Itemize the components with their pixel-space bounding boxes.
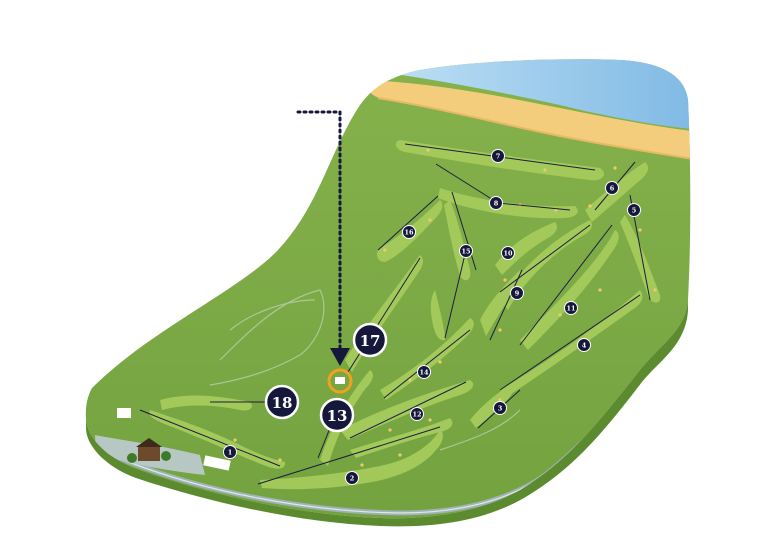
hole-number-label: 7 — [496, 153, 501, 161]
hole-number-label: 3 — [498, 405, 503, 413]
hole-number-label: 4 — [582, 342, 587, 350]
hole-marker-10[interactable]: 10 — [501, 246, 515, 260]
hole-number-label: 2 — [350, 475, 355, 483]
hole-number-label: 16 — [404, 229, 414, 237]
hole-number-label: 15 — [461, 248, 471, 256]
hole-number-label: 8 — [494, 200, 499, 208]
hole-number-label: 18 — [272, 394, 293, 412]
hole-number-label: 13 — [327, 407, 348, 425]
hole-marker-16[interactable]: 16 — [402, 225, 416, 239]
hole-marker-5[interactable]: 5 — [627, 203, 641, 217]
hole-marker-9[interactable]: 9 — [510, 286, 524, 300]
clubhouse-icon — [127, 438, 171, 463]
hole-marker-6[interactable]: 6 — [605, 181, 619, 195]
hole-marker-11[interactable]: 11 — [564, 301, 578, 315]
hole-marker-13[interactable]: 13 — [319, 397, 355, 433]
hole-marker-3[interactable]: 3 — [493, 401, 507, 415]
hole-number-label: 9 — [515, 290, 520, 298]
hole-marker-1[interactable]: 1 — [223, 445, 237, 459]
hole-number-label: 11 — [566, 305, 575, 313]
hole-number-label: 12 — [412, 411, 421, 419]
hole-number-label: 6 — [610, 185, 615, 193]
hole-marker-8[interactable]: 8 — [489, 196, 503, 210]
hole-marker-2[interactable]: 2 — [345, 471, 359, 485]
building-icon — [203, 455, 231, 471]
hole-number-label: 1 — [228, 449, 233, 457]
hole-marker-4[interactable]: 4 — [577, 338, 591, 352]
hole-number-label: 17 — [360, 332, 381, 350]
bunkers — [233, 148, 657, 467]
hole-marker-14[interactable]: 14 — [417, 365, 431, 379]
tee-box-icon — [117, 408, 131, 418]
location-highlight-ring — [327, 368, 353, 394]
hole-marker-15[interactable]: 15 — [459, 244, 473, 258]
hole-number-label: 5 — [632, 207, 637, 215]
hole-marker-7[interactable]: 7 — [491, 149, 505, 163]
hole-marker-12[interactable]: 12 — [410, 407, 424, 421]
location-pointer-icon — [296, 110, 350, 366]
hole-marker-18[interactable]: 18 — [264, 384, 300, 420]
clubhouse-area — [95, 408, 231, 475]
rough-areas — [209, 289, 521, 451]
beach — [368, 80, 691, 160]
hole-number-label: 10 — [503, 250, 513, 258]
hole-number-label: 14 — [419, 369, 429, 377]
hole-marker-17[interactable]: 17 — [352, 322, 388, 358]
